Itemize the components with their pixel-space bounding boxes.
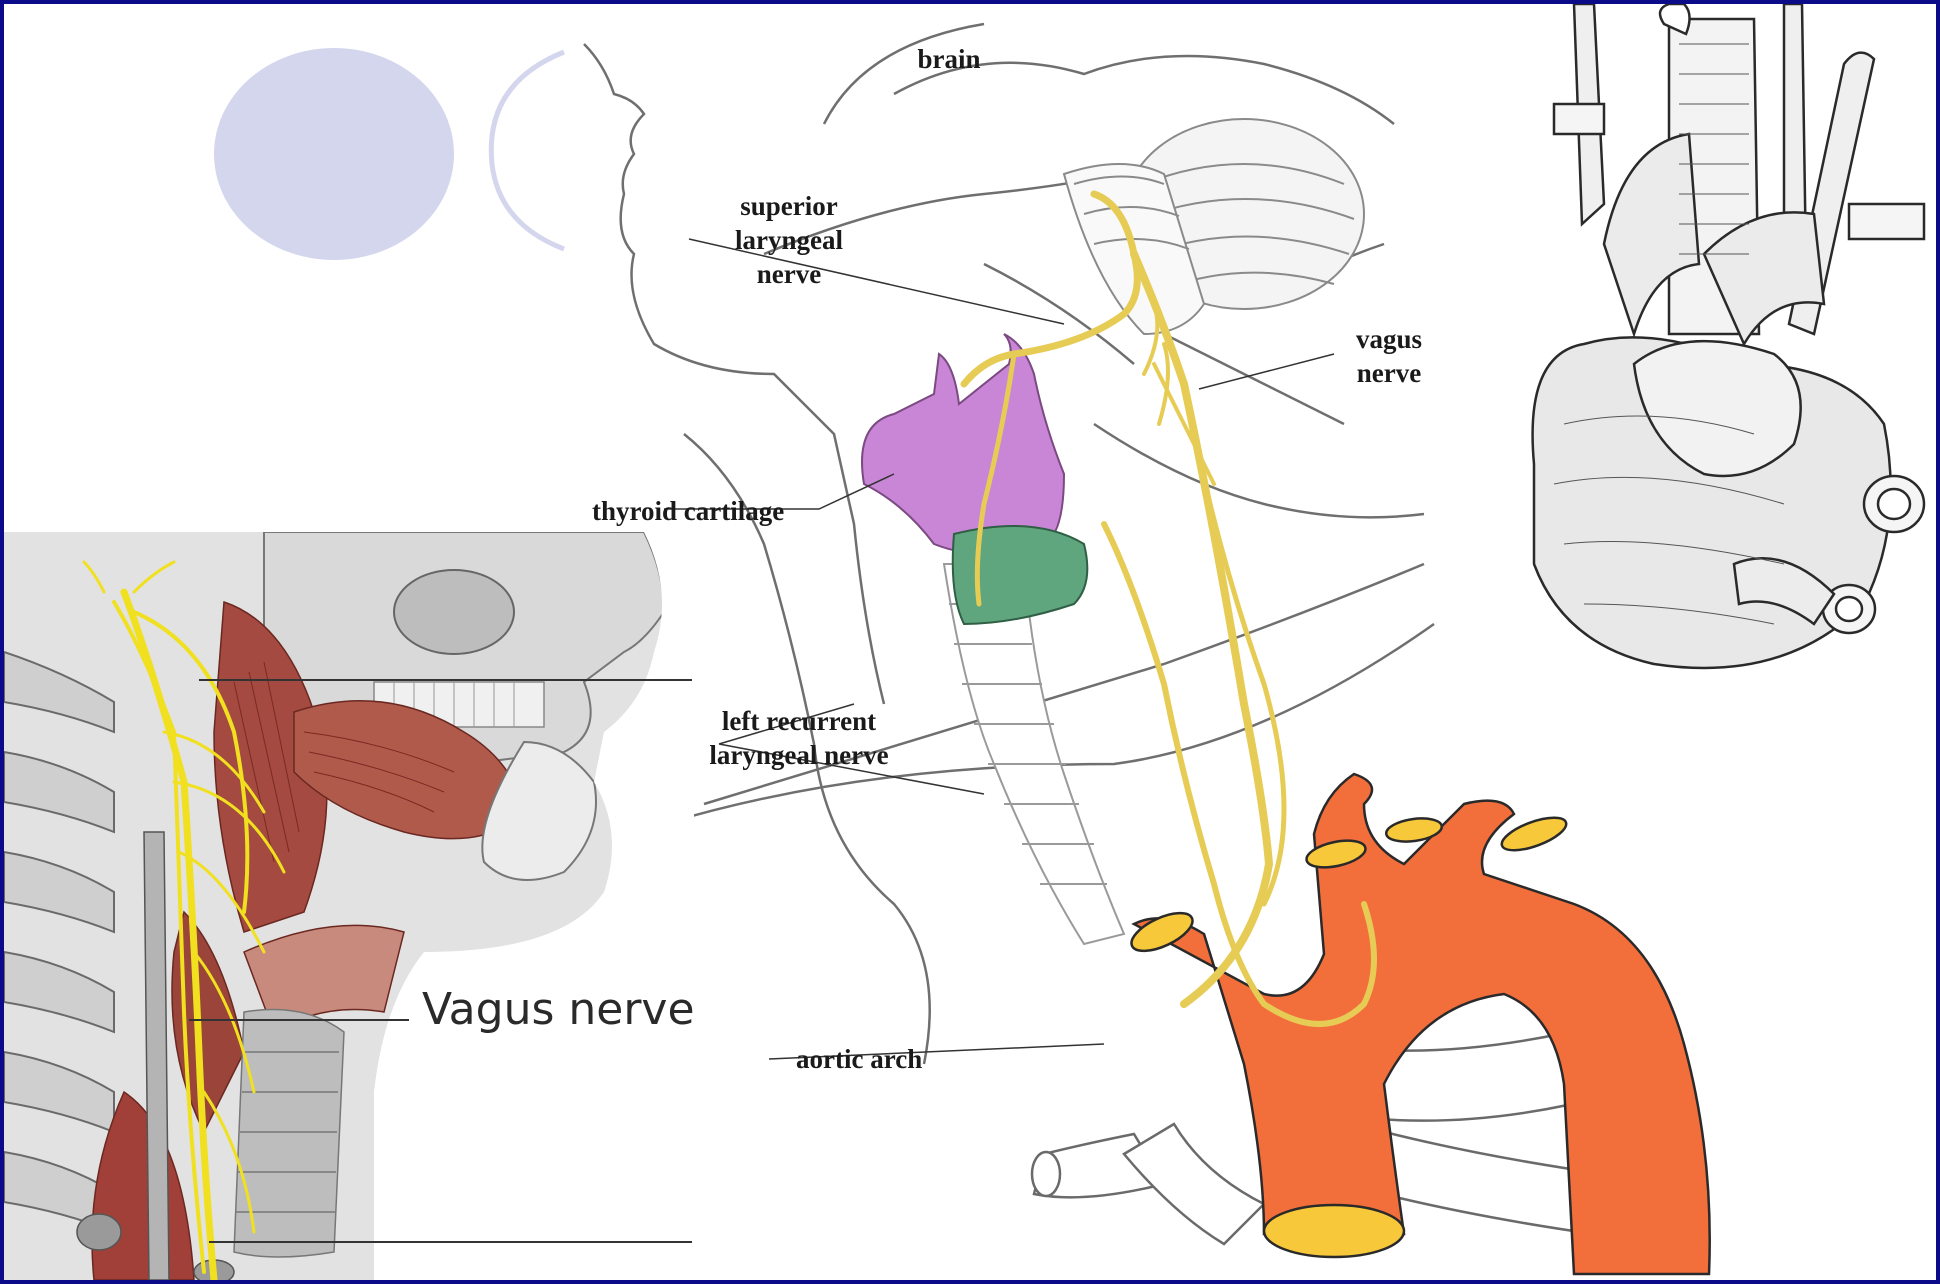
label-aortic-arch: aortic arch [796,1042,922,1076]
label-thyroid-cartilage: thyroid cartilage [592,494,784,528]
slide-canvas: brain superior laryngeal nerve vagus ner… [4,4,1936,1280]
label-superior-laryngeal-nerve: superior laryngeal nerve [714,189,864,291]
label-line: laryngeal [714,223,864,257]
larynx [862,334,1087,624]
label-brain: brain [904,42,994,76]
label-vagus-nerve-lateral: Vagus nerve [422,984,695,1035]
orbit [394,570,514,654]
label-line: nerve [1339,356,1439,390]
cricoid-shape [953,526,1088,624]
cerebellum [1064,119,1364,334]
label-line: superior [714,189,864,223]
decorative-bullet-shapes [4,4,604,304]
label-left-recurrent-laryngeal-nerve: left recurrent laryngeal nerve [694,704,904,772]
label-line: nerve [714,257,864,291]
label-vagus-nerve-center: vagus nerve [1339,322,1439,390]
label-line: vagus [1339,322,1439,356]
larynx-trachea [234,1010,344,1258]
bullet-circle [214,48,454,260]
label-line: laryngeal nerve [694,738,904,772]
label-line: left recurrent [694,704,904,738]
thyroid-cartilage-shape [862,334,1064,554]
bullet-arc [491,52,564,249]
lateral-neck-illustration [4,532,694,1280]
